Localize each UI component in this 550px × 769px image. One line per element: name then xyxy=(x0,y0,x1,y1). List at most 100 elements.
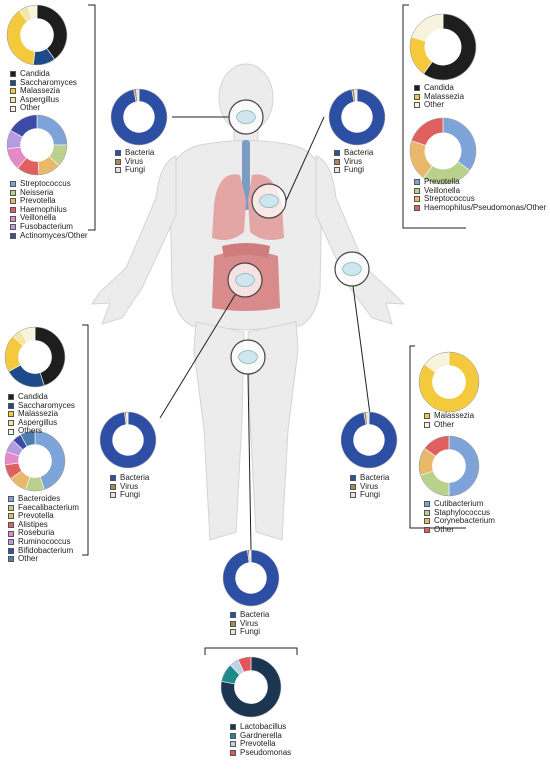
legend-label: Fungi xyxy=(120,490,141,500)
legend-bracket xyxy=(82,324,89,556)
legend-item: Others xyxy=(8,427,75,436)
lung-bacteria-slice xyxy=(442,117,477,171)
legend-label: Fungi xyxy=(360,490,381,500)
legend-label: Fungi xyxy=(344,165,365,175)
legend-item: Staphylococcus xyxy=(424,507,495,518)
legend-item: Malassezia xyxy=(424,411,474,421)
legend-swatch xyxy=(230,741,236,748)
legend-label: Malassezia xyxy=(424,91,465,101)
legend-item: Other xyxy=(414,101,464,110)
legend-swatch xyxy=(230,750,236,757)
legend-item: Virus xyxy=(230,619,269,629)
legend-label: Gardnerella xyxy=(240,730,282,740)
legend-swatch xyxy=(230,732,236,739)
legend-label: Others xyxy=(18,426,43,436)
legend-label: Other xyxy=(434,524,455,534)
legend-label: Prevotella xyxy=(18,511,54,521)
legend-swatch xyxy=(414,205,420,212)
legend-item: Prevotella xyxy=(10,197,88,206)
legend-label: Other xyxy=(434,419,455,429)
vaginal-bacteria-ring xyxy=(220,656,282,718)
legend-item: Aspergillus xyxy=(8,418,75,428)
legend-item: Bacteria xyxy=(350,473,390,483)
legend-swatch xyxy=(10,215,16,222)
legend-label: Bacteria xyxy=(360,473,390,482)
legend-bracket xyxy=(88,4,96,231)
stomach xyxy=(222,243,270,258)
skin-fungi-donut xyxy=(418,351,480,413)
site-markers xyxy=(227,99,370,375)
legend-item: Fusobacterium xyxy=(10,222,88,232)
legend-item: Bacteria xyxy=(110,473,150,483)
legend-label: Virus xyxy=(360,481,379,491)
legend-item: Candida xyxy=(8,392,75,402)
legend-swatch xyxy=(414,187,420,194)
connector-line xyxy=(247,373,252,551)
legend-item: Virus xyxy=(115,157,154,167)
legend-item: Fungi xyxy=(230,628,269,637)
legend-item: Veillonella xyxy=(414,185,546,196)
legend-item: Other xyxy=(10,104,77,113)
oral-bacteria-slice xyxy=(36,114,68,146)
connector-line xyxy=(285,116,325,202)
legend-item: Fungi xyxy=(334,166,373,175)
legend-swatch xyxy=(414,93,420,100)
legend-item: Ruminococcus xyxy=(8,537,79,547)
connector-line xyxy=(352,285,371,415)
oral-kingdom-ring xyxy=(110,88,168,146)
legend-label: Faecalibacterium xyxy=(18,502,79,512)
legend-item: Bacteria xyxy=(334,148,374,158)
legend-swatch xyxy=(10,88,16,95)
legend-label: Candida xyxy=(20,69,50,78)
legend-item: Pseudomonas xyxy=(230,748,291,758)
legend-swatch xyxy=(10,198,16,205)
legend-label: Bacteria xyxy=(344,148,374,157)
gut-bacteria-donut xyxy=(4,430,66,492)
legend-label: Staphylococcus xyxy=(434,507,491,517)
lung-bacteria-ring xyxy=(409,117,477,185)
legend-item: Streptococcus xyxy=(414,195,546,204)
legend-swatch xyxy=(115,158,121,165)
gut-fungi-donut xyxy=(4,326,66,388)
legend-swatch xyxy=(350,492,356,499)
legend-swatch xyxy=(10,79,16,86)
skin-bacteria-ring xyxy=(418,435,480,497)
legend-label: Malassezia xyxy=(18,409,59,419)
legend-swatch xyxy=(414,85,420,92)
legend-label: Corynebacterium xyxy=(434,516,495,526)
legend-item: Roseburia xyxy=(8,529,79,538)
vaginal-kingdom-ring xyxy=(222,549,280,607)
legend-label: Bacteria xyxy=(120,473,150,482)
legend-item: Haemophilus xyxy=(10,205,88,215)
legend-label: Actinomyces/Other xyxy=(20,230,88,240)
legend-item: Virus xyxy=(350,481,389,492)
legend-swatch xyxy=(334,158,340,165)
legend-item: Malassezia xyxy=(8,410,75,419)
legend-label: Roseburia xyxy=(18,528,55,538)
legend-swatch xyxy=(10,181,16,188)
legend-item: Other xyxy=(424,419,474,430)
legend-swatch xyxy=(10,232,16,239)
legend-item: Prevotella xyxy=(8,512,79,521)
legend-item: Other xyxy=(8,555,79,564)
legend-swatch xyxy=(8,539,14,546)
legend-bracket xyxy=(409,345,466,529)
legend-item: Haemophilus/Pseudomonas/Other xyxy=(414,203,546,213)
legend-swatch xyxy=(110,475,116,482)
legend-label: Saccharomyces xyxy=(20,77,77,87)
skin-bacteria-donut xyxy=(418,435,480,497)
legend-label: Bifidobacterium xyxy=(18,545,74,555)
legend-item: Streptococcus xyxy=(10,179,88,189)
legend-swatch xyxy=(8,402,14,409)
microbe-dish-icon xyxy=(236,110,256,124)
legend-swatch xyxy=(424,527,430,534)
legend-label: Veillonella xyxy=(424,185,461,195)
